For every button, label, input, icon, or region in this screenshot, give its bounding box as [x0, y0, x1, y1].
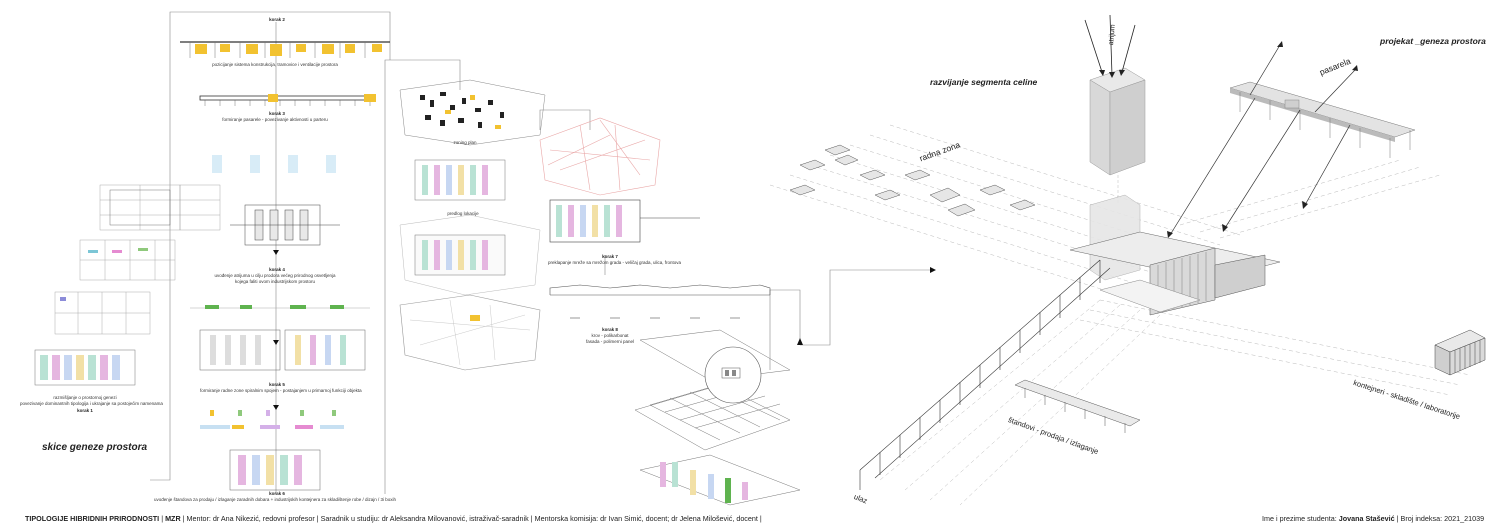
footer-mentors: | Mentor: dr Ana Nikezić, redovni profes…	[182, 514, 762, 523]
korak2-beam	[180, 41, 390, 58]
footer-student: Ime i prezime studenta: Jovana Stašević …	[1262, 514, 1485, 523]
korak5-caption: formiranje radne zone spiralnim spojem -…	[200, 388, 362, 393]
korak4-label: korak 4	[269, 267, 285, 272]
korak1-caption-2: povezivanje dominantnih tipologija i ukr…	[20, 401, 163, 406]
footer-index: Broj indeksa: 2021_21039	[1400, 514, 1485, 523]
sketch-grid-colors	[60, 248, 148, 301]
footer-student-name: Jovana Stašević	[1338, 514, 1395, 523]
korak7-plan	[549, 199, 700, 243]
korak4-plan	[230, 204, 340, 246]
footer-project: TIPOLOGIJE HIBRIDNIH PRIRODNOSTI	[25, 514, 160, 523]
ulaz-colonnade	[859, 259, 1111, 490]
left-title: skice geneze prostora	[42, 442, 148, 453]
sketch-grid	[54, 184, 221, 335]
footer-credits: TIPOLOGIJE HIBRIDNIH PRIRODNOSTI | MZR |…	[25, 514, 762, 523]
radna-zona-blocks	[789, 144, 1036, 217]
korak6-caption: uvođenje štandova za prodaju / izlaganje…	[153, 497, 397, 502]
korak8-caption-1: krov - polikarbonat	[591, 333, 629, 338]
right-title: projekat _geneza prostora	[1380, 36, 1486, 46]
korak1-plan	[34, 349, 136, 386]
korak6-icons	[200, 410, 344, 429]
korak4-caption-1: uvođenje atrijuma u cilju prodora većeg …	[214, 273, 336, 278]
lower-color-plan	[660, 462, 748, 503]
korak7-caption: preklapanje mreže sa mrežom grada - veli…	[548, 260, 682, 265]
korak4-caption-2: kojega faliti ovom industrijskom prostor…	[234, 279, 316, 284]
standovi	[1014, 379, 1141, 433]
footer-student-label: Ime i prezime studenta:	[1262, 514, 1337, 523]
korak5-plans	[199, 329, 366, 371]
flow-arrows	[273, 250, 936, 410]
korak7-label: korak 7	[602, 254, 618, 259]
map-label-proposal: predlog lokacije	[447, 211, 479, 216]
korak5-label: korak 5	[269, 382, 285, 387]
segment-title: razvijanje segmenta celine	[930, 77, 1038, 87]
korak6-label: korak 6	[269, 491, 285, 496]
korak8-section	[549, 284, 771, 319]
pasarela-arrowheads	[1167, 41, 1358, 238]
korak2-label: korak 2	[269, 17, 285, 22]
map-label-zoning: zoning plan	[453, 140, 477, 145]
flow-connectors	[150, 11, 930, 494]
footer-school: MZR	[165, 514, 181, 523]
korak6-plan	[229, 449, 321, 491]
korak3-pasarela	[199, 94, 376, 106]
korak3-label: korak 3	[269, 111, 285, 116]
korak2-caption: pozicijanje sistema konstrukcija, tramov…	[212, 62, 338, 67]
korak8-label: korak 8	[602, 327, 618, 332]
kontejneri	[1434, 329, 1486, 376]
pasarela-arrows	[1169, 44, 1356, 236]
atrium-arrows	[1084, 14, 1136, 76]
korak7-urban-map	[539, 117, 661, 196]
map-column	[399, 79, 546, 371]
zoom-circle	[704, 346, 762, 404]
korak5-strip	[190, 305, 370, 309]
korak1-label: korak 1	[77, 408, 93, 413]
axo-dashed-grid	[769, 124, 1471, 506]
central-complex	[1069, 231, 1281, 316]
atrium-arrowheads	[1099, 70, 1125, 78]
korak3-caption: formiranje pasarele - povezivanje aktivn…	[222, 117, 328, 122]
korak1-caption-1: razmišljanje o prostornoj genezi	[53, 395, 117, 400]
pasarela	[1229, 81, 1416, 158]
atrium-squares	[212, 155, 336, 173]
korak8-caption-2: fasada - polimerni panel	[585, 339, 635, 344]
